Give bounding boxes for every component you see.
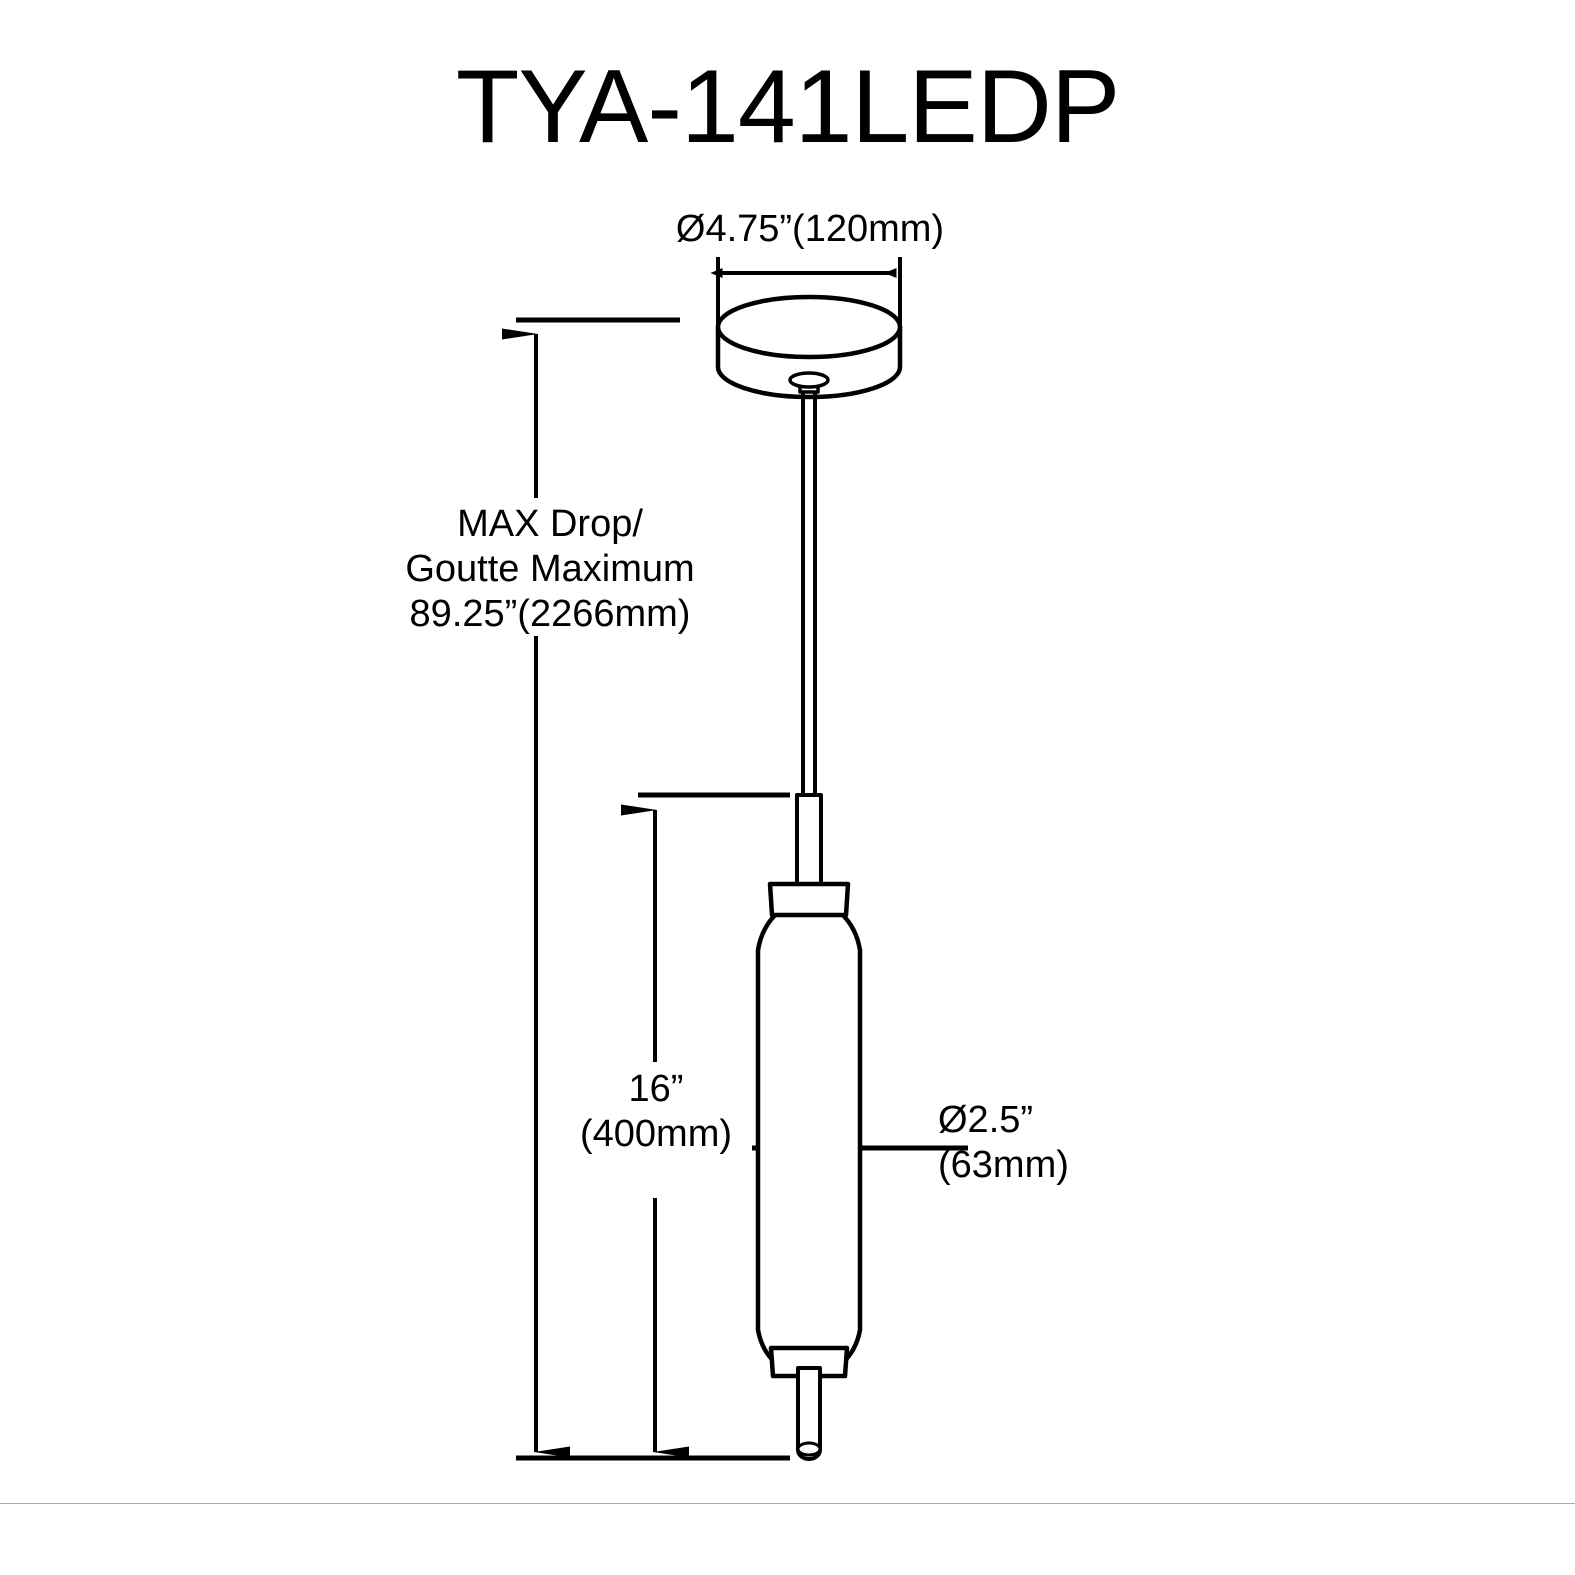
body-diameter-line-1: Ø2.5” [938,1099,1034,1141]
canopy-nipple-cap [788,371,830,389]
fixture-drawing [715,294,903,1461]
max-drop-dimension [502,317,790,1461]
body-diameter-label: Ø2.5” (63mm) [938,1098,1148,1188]
canopy-diameter-label: Ø4.75”(120mm) [605,207,1015,252]
canopy-diameter-text: Ø4.75”(120mm) [675,208,945,250]
footer-divider [0,1503,1575,1504]
stem-rod [795,793,823,886]
body-length-line-2: (400mm) [579,1112,733,1155]
max-drop-line-3: 89.25”(2266mm) [409,592,691,635]
canopy-diameter-dimension [710,257,902,330]
body-length-line-1: 16” [628,1068,684,1110]
bottom-stem-tip-ellipse [796,1441,822,1457]
max-drop-line-1: MAX Drop/ [457,503,643,545]
body-length-dimension [621,792,790,1458]
body-length-label: 16” (400mm) [556,1067,756,1157]
glass-shade [755,897,863,1379]
body-diameter-line-2: (63mm) [938,1143,1069,1186]
shade-collar-bottom [768,1345,850,1379]
shade-collar-top [767,881,851,918]
canopy-top-ellipse [715,294,903,360]
page-title: TYA-141LEDP [455,49,1120,165]
max-drop-line-2: Goutte Maximum [405,547,695,590]
max-drop-label: MAX Drop/ Goutte Maximum 89.25”(2266mm) [358,502,742,636]
